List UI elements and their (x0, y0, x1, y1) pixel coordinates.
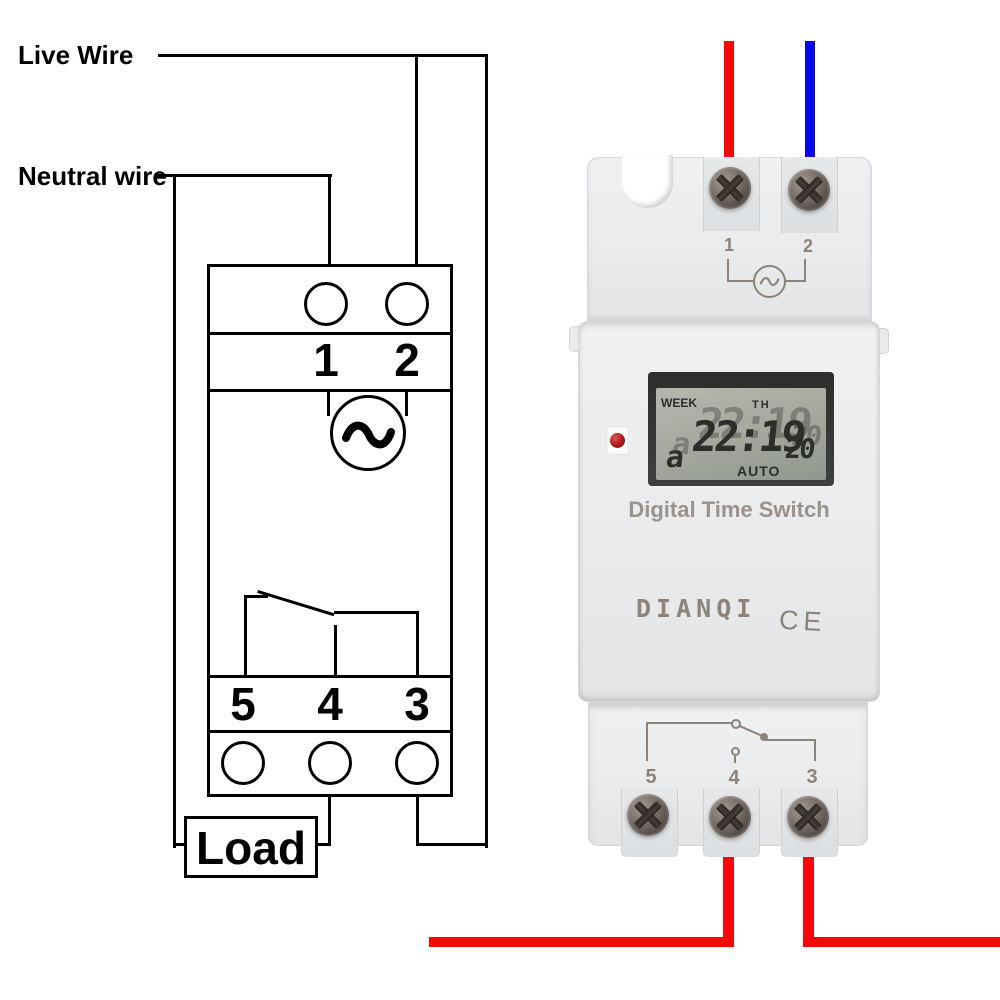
terminal-screw-4 (709, 796, 751, 838)
lcd-day-digit: a (664, 440, 686, 475)
divider-line (207, 389, 453, 392)
load-wire-neutral-elbow (173, 843, 186, 846)
live-wire-line (158, 54, 488, 57)
terminal-number-3: 3 (404, 678, 430, 730)
load-wire-red-vertical-left (723, 854, 734, 947)
brand-name: DIANQI (636, 594, 757, 623)
switch-leg-3 (416, 611, 419, 675)
load-box (184, 816, 318, 878)
terminal-circle-5 (221, 741, 265, 785)
symbol-line (766, 739, 816, 741)
device-terminal-label-3: 3 (806, 766, 818, 788)
power-led-icon (610, 433, 625, 448)
live-wire-to-terminal2 (415, 54, 418, 266)
switch-leg-5 (244, 596, 247, 675)
terminal-number-2: 2 (394, 334, 420, 386)
source-stub-left (327, 392, 330, 416)
device-terminal-label-1: 1 (723, 235, 734, 255)
symbol-line (786, 280, 806, 282)
sine-wave-icon (759, 277, 780, 286)
symbol-line (804, 259, 806, 282)
mounting-ear-right (877, 328, 889, 354)
neutral-wire-to-terminal1 (328, 174, 331, 266)
device-terminal-label-2: 2 (802, 236, 813, 256)
sine-wave-icon (342, 421, 395, 449)
neutral-wire-line (156, 174, 332, 177)
lcd-screen (656, 388, 826, 480)
symbol-line (814, 739, 816, 761)
terminal-circle-2 (385, 282, 429, 326)
product-title: Digital Time Switch (628, 497, 830, 522)
ac-source-circle (330, 395, 406, 471)
live-wire-red-top (724, 41, 734, 161)
live-wire-red-horizontal-right (803, 937, 1000, 947)
ce-mark: CE (778, 604, 828, 638)
live-wire-label: Live Wire (18, 40, 134, 70)
symbol-line (727, 259, 729, 282)
terminal-circle-3 (395, 741, 439, 785)
terminal-screw-5 (627, 794, 669, 836)
live-return-from-3 (416, 797, 419, 846)
lcd-weekday: TH (752, 399, 771, 411)
relay-common-circle (731, 747, 740, 756)
terminal-circle-4 (308, 741, 352, 785)
switch-top-line (334, 611, 419, 614)
lcd-seconds: 20 (783, 434, 816, 465)
switch-fixed-contact (244, 595, 268, 598)
lcd-week-label: WEEK (661, 396, 697, 410)
neutral-wire-label: Neutral wire (18, 161, 167, 191)
live-wire-red-vertical-right (803, 854, 814, 947)
terminal-number-4: 4 (317, 678, 343, 730)
timer-outline-box (207, 264, 453, 797)
symbol-line (646, 722, 733, 724)
symbol-line (727, 280, 754, 282)
live-return-elbow (416, 843, 488, 846)
din-clip-notch (622, 155, 673, 208)
load-wire-from-4 (328, 797, 331, 846)
divider-line (207, 730, 453, 733)
live-wire-right-drop (485, 54, 488, 848)
source-stub-right (405, 392, 408, 416)
device-terminal-label-5: 5 (645, 766, 657, 788)
load-wire-elbow (316, 843, 330, 846)
terminal-screw-1 (709, 167, 751, 209)
relay-pivot-circle (731, 719, 741, 729)
neutral-wire-left-drop (173, 174, 176, 848)
divider-line (207, 332, 453, 335)
symbol-line (646, 722, 648, 761)
terminal-circle-1 (304, 282, 348, 326)
terminal-screw-3 (787, 796, 829, 838)
terminal-number-5: 5 (230, 678, 256, 730)
switch-leg-4 (334, 625, 337, 675)
divider-line (207, 675, 453, 678)
load-label: Load (196, 822, 306, 874)
load-wire-red-horizontal-left (429, 937, 734, 947)
lcd-mode: AUTO (737, 463, 781, 479)
terminal-number-1: 1 (313, 334, 339, 386)
led-housing (606, 426, 629, 455)
relay-contact-dot (760, 733, 768, 741)
terminal-screw-2 (788, 169, 830, 211)
ac-source-symbol (753, 265, 786, 298)
device-terminal-label-4: 4 (728, 767, 740, 789)
symbol-line (734, 756, 736, 763)
neutral-wire-blue-top (805, 41, 815, 161)
